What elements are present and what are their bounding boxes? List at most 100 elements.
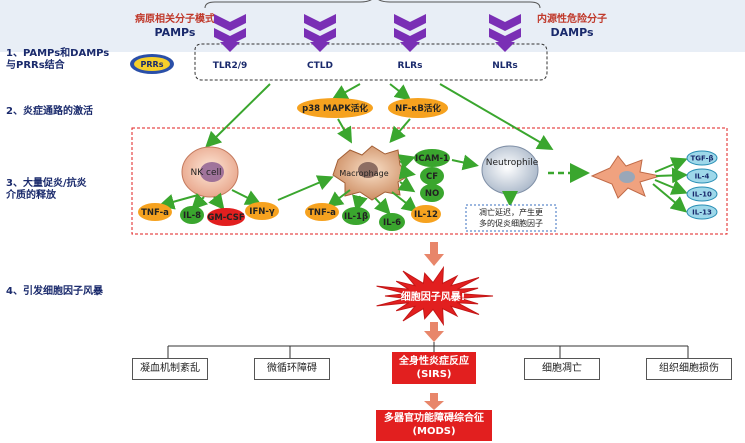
adhesion-1-label: CF: [426, 172, 438, 182]
arrow-cell-il4: [655, 167, 688, 184]
arrow-head-storm: [424, 254, 444, 266]
arrow-ctld-p38: [331, 83, 361, 100]
mods-line1: 多器官功能障碍综合征: [384, 413, 484, 424]
mac-mediator-2-pill: [379, 213, 405, 231]
damps-en-label: DAMPs: [550, 26, 593, 39]
anti-mediator-1-label: IL-4: [695, 173, 710, 181]
chevron-tip-2: [400, 42, 420, 52]
outcome-coagulation: 凝血机制紊乱: [132, 358, 208, 380]
mac-mediator-2-label: IL-6: [383, 218, 401, 228]
chevron-tip-0: [220, 42, 240, 52]
adhesion-mediators: ICAM-1CF NO: [414, 149, 450, 202]
chevron-2-0: [394, 14, 426, 31]
nk-mediator-3-label: IFN-γ: [249, 207, 275, 217]
arrow-cell-il13: [652, 183, 688, 213]
nk-mediator-2-label: GM-CSF: [207, 213, 244, 223]
arrow-shaft-mods: [430, 393, 438, 403]
arrow-mac-il1: [352, 194, 368, 212]
arrow-mac-icam: [398, 154, 416, 170]
prrs-ellipse-inner: [134, 57, 170, 71]
step-3-label: 3、大量促炎/抗炎介质的释放: [6, 178, 87, 202]
anti-mediator-2-pill: [686, 186, 718, 202]
arrow-shaft-sirs: [430, 322, 438, 334]
arrow-cell-tgf: [654, 157, 688, 173]
arrow-p38-mac: [337, 118, 352, 144]
adhesion-2-label: NO: [425, 189, 439, 199]
adhesion-0-label: ICAM-1: [415, 154, 449, 164]
step-3-line2: 介质的释放: [6, 190, 56, 201]
arrow-nk-il8: [191, 192, 209, 210]
neutrophil-cell: [481, 145, 539, 195]
nk-mediator-0-pill: [138, 203, 172, 221]
sirs-box: 全身性炎症反应 (SIRS): [392, 352, 476, 384]
neutro-note-line1: 凋亡延迟，产生更: [479, 207, 543, 217]
nk-mediator-0-label: TNF-a: [141, 208, 169, 218]
chevron-1-1: [304, 28, 336, 45]
mac-mediator-1-label: IL-1β: [344, 212, 368, 222]
arrow-nfkb-mac: [389, 118, 411, 144]
storm-label: 细胞因子风暴!: [401, 290, 466, 303]
neutrophil-label: Neutrophile: [486, 158, 539, 168]
arrow-shaft-storm: [430, 242, 438, 256]
sirs-line1: 全身性炎症反应: [399, 356, 469, 367]
nk-mediator-1-pill: [180, 206, 204, 224]
receptor-chevrons: [214, 14, 521, 52]
macrophage-label: Macrophage: [339, 169, 388, 178]
nfkb-pill: [388, 98, 448, 118]
anti-mediator-3-label: IL-13: [692, 209, 712, 217]
mods-line2: (MODS): [412, 426, 456, 437]
arrow-cell-il10: [654, 179, 688, 195]
storm-burst: [376, 265, 494, 327]
mac-mediator-0-label: TNF-a: [308, 208, 336, 218]
outcome-tissue-damage: 组织细胞损伤: [646, 358, 732, 380]
mediator-region: [131, 127, 728, 235]
sirs-line2: (SIRS): [416, 369, 452, 380]
anti-mediator-1-pill: [686, 168, 718, 184]
macrophage-nucleus: [358, 162, 378, 178]
anti-mediator-2-label: IL-10: [692, 191, 712, 199]
prrs-label: PRRs: [141, 60, 164, 69]
receptor-label-0: TLR2/9: [213, 61, 248, 71]
top-band: [0, 0, 745, 52]
anti-mediator-0-pill: [686, 150, 718, 166]
nfkb-label: NF-κB活化: [395, 103, 441, 114]
mac-mediator-3-pill: [411, 205, 441, 223]
top-bracket: [204, 0, 541, 9]
arrow-mac-cf: [398, 163, 416, 180]
anti-mediator-3-pill: [686, 204, 718, 220]
adhesion-0-pill: [414, 149, 450, 167]
p38-label: p38 MAPK活化: [302, 103, 368, 114]
arrow-ifn-mac: [277, 175, 334, 201]
mac-mediator-0-pill: [305, 203, 339, 221]
arrow-mac-il12: [391, 191, 419, 213]
arrow-head-sirs: [424, 331, 444, 342]
chevron-tip-3: [495, 42, 515, 52]
chevron-3-1: [489, 28, 521, 45]
p38-pill: [297, 98, 373, 118]
receptor-label-2: RLRs: [398, 61, 423, 71]
chevron-3-0: [489, 14, 521, 31]
arrow-mac-no: [397, 176, 416, 193]
nk-mediator-3-pill: [245, 202, 279, 220]
arrow-nk-ifn: [231, 189, 262, 205]
adhesion-1-pill: [420, 167, 444, 185]
anti-mediator-0-label: TGF-β: [690, 155, 713, 163]
mac-mediator-1-pill: [342, 207, 370, 225]
adhesion-2-pill: [420, 184, 444, 202]
arrow-tlr-nk: [205, 83, 271, 148]
outcome-apoptosis: 细胞凋亡: [524, 358, 600, 380]
step-2-label: 2、炎症通路的激活: [6, 106, 93, 117]
nk-mediator-2-pill: [207, 208, 245, 226]
chevron-0-0: [214, 14, 246, 31]
arrow-mac-tnf: [326, 189, 351, 208]
arrow-nlr-neutro: [439, 83, 554, 151]
outcome-microcirculation: 微循环障碍: [254, 358, 330, 380]
arrow-head-mods: [424, 401, 444, 410]
mods-box: 多器官功能障碍综合征 (MODS): [376, 410, 492, 441]
step-3-line1: 3、大量促炎/抗炎: [6, 178, 87, 189]
arrow-nk-tnf: [158, 194, 199, 210]
